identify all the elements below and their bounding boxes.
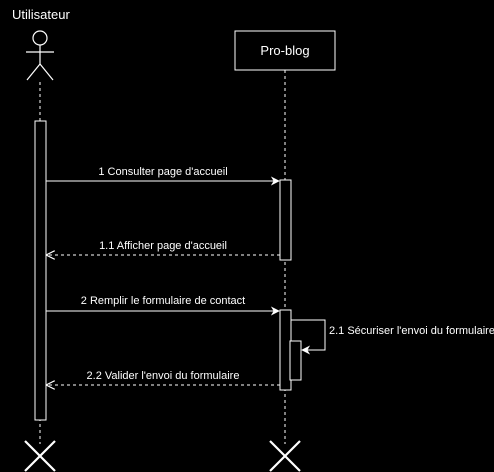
message-2-label: 2 Remplir le formulaire de contact xyxy=(81,295,245,307)
message-2-1: 2.1 Sécuriser l'envoi du formulaire xyxy=(291,319,494,355)
message-2-2: 2.2 Valider l'envoi du formulaire xyxy=(47,370,280,385)
destroy-icon-utilisateur xyxy=(24,440,56,472)
activation-bar-pro-blog-1 xyxy=(279,179,292,261)
participant-pro-blog-box xyxy=(234,30,336,71)
stick-figure-icon xyxy=(26,30,54,81)
activation-bar-pro-blog-nested xyxy=(289,340,302,381)
participant-pro-blog: Pro-blog xyxy=(234,30,336,472)
message-2-1-arrow xyxy=(291,319,326,355)
message-1-1-label: 1.1 Afficher page d'accueil xyxy=(99,240,227,252)
message-2-1-label: 2.1 Sécuriser l'envoi du formulaire xyxy=(329,325,494,337)
message-2: 2 Remplir le formulaire de contact xyxy=(46,295,280,316)
message-1-label: 1 Consulter page d'accueil xyxy=(98,166,227,178)
message-1-1: 1.1 Afficher page d'accueil xyxy=(47,240,280,255)
message-1: 1 Consulter page d'accueil xyxy=(46,166,280,186)
destroy-icon-pro-blog xyxy=(269,440,301,472)
participant-utilisateur-label: Utilisateur xyxy=(12,7,70,22)
message-2-2-label: 2.2 Valider l'envoi du formulaire xyxy=(87,370,240,382)
participant-pro-blog-label: Pro-blog xyxy=(260,43,309,58)
activation-bar-pro-blog-2 xyxy=(279,309,292,391)
participant-utilisateur: Utilisateur xyxy=(12,7,70,472)
activation-bar-utilisateur xyxy=(34,120,47,421)
